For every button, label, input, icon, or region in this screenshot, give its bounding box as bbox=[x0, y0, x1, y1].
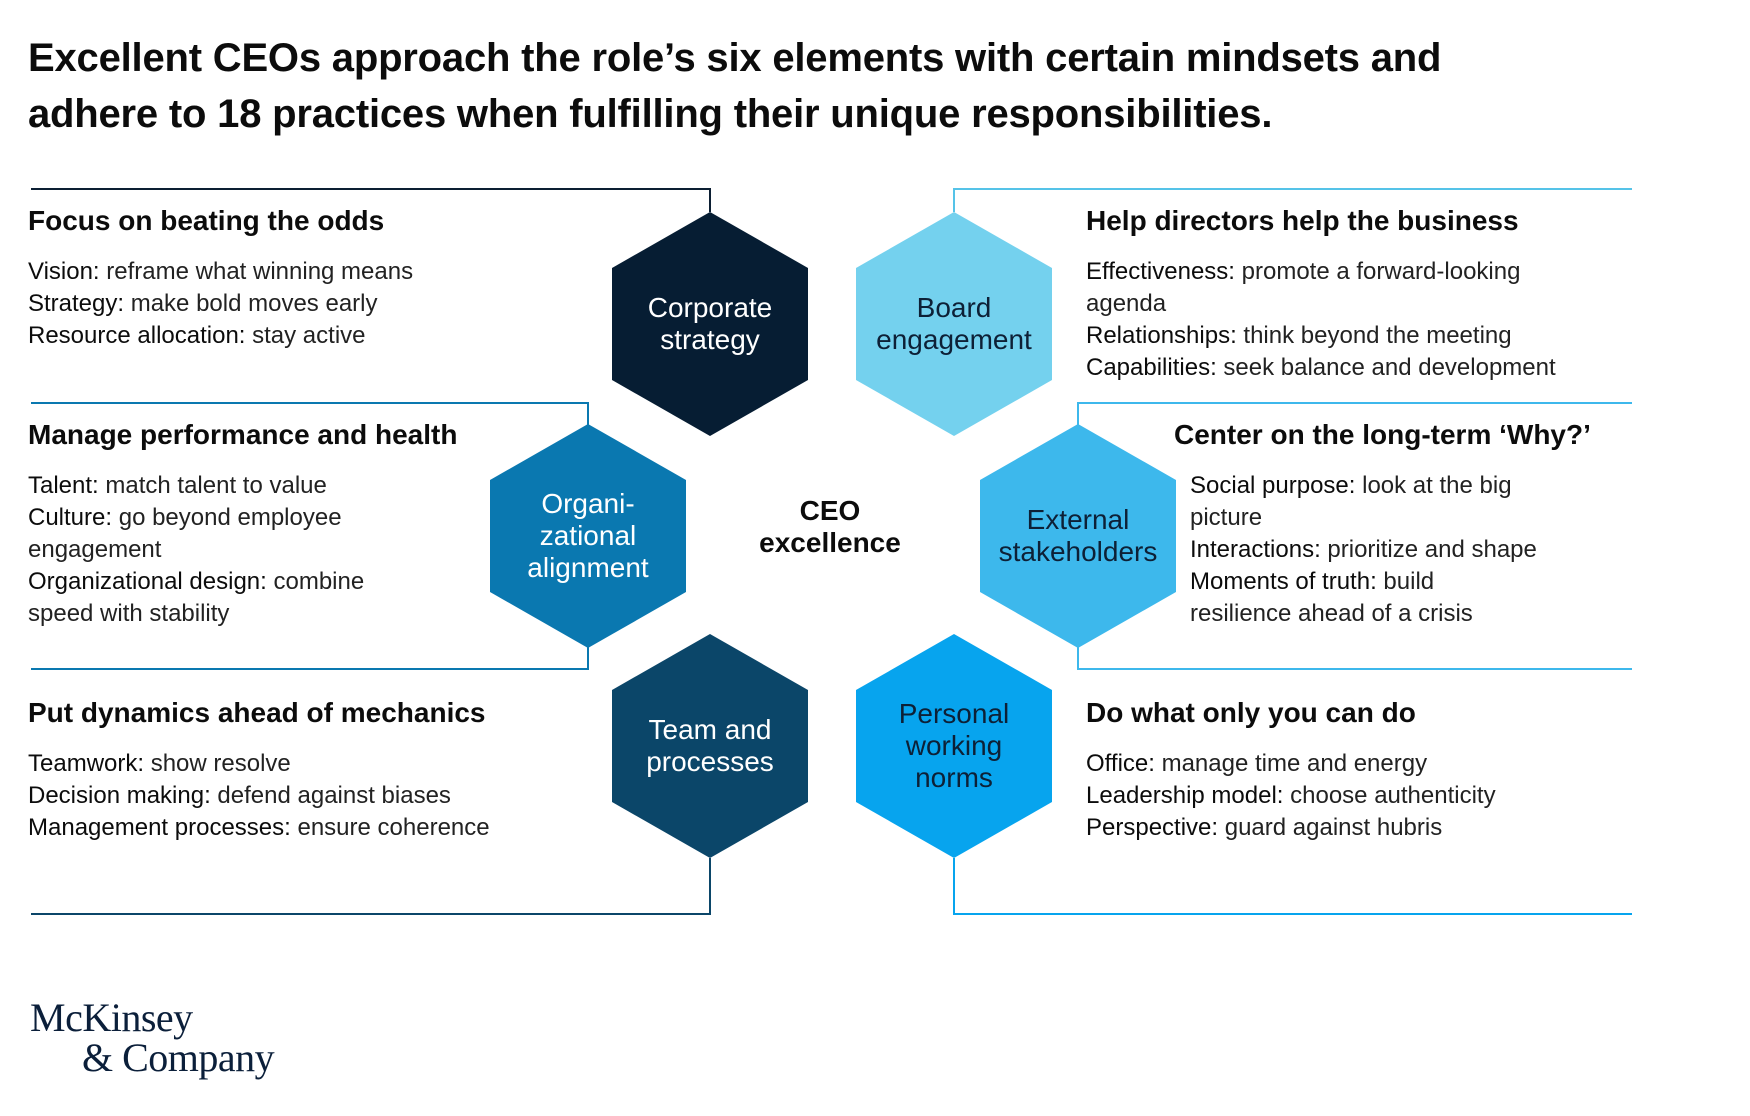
panel-corporate-strategy: Focus on beating the odds Vision: refram… bbox=[28, 204, 548, 352]
panel-personal-norms: Do what only you can do Office: manage t… bbox=[1086, 696, 1606, 844]
practice-text: match talent to value bbox=[98, 472, 327, 499]
team-bracket-line bbox=[31, 858, 711, 915]
practice-item: Culture: go beyond employee engagement bbox=[28, 502, 398, 566]
mckinsey-logo: McKinsey & Company bbox=[30, 995, 275, 1080]
title-line-2: adhere to 18 practices when fulfilling t… bbox=[28, 92, 1273, 136]
practice-text: go beyond employee engagement bbox=[28, 504, 342, 563]
practice-text: defend against biases bbox=[210, 782, 451, 809]
practice-item: Leadership model: choose authenticity bbox=[1086, 780, 1606, 812]
hexagon-team-processes bbox=[612, 634, 808, 858]
practice-item: Interactions: prioritize and shape bbox=[1190, 534, 1640, 566]
practice-item: Moments of truth: build resilience ahead… bbox=[1190, 566, 1520, 630]
practice-key: Capabilities: bbox=[1086, 354, 1217, 381]
practice-key: Relationships: bbox=[1086, 322, 1237, 349]
personal-bracket-line bbox=[953, 858, 1632, 915]
practice-item: Relationships: think beyond the meeting bbox=[1086, 320, 1606, 352]
practice-key: Vision: bbox=[28, 258, 100, 285]
practice-item: Effectiveness: promote a forward-looking… bbox=[1086, 256, 1586, 320]
practice-text: combine speed with stability bbox=[28, 568, 365, 627]
practice-text: guard against hubris bbox=[1218, 814, 1443, 841]
hexagon-label-team-processes: Team and processes bbox=[646, 714, 774, 777]
page-title: Excellent CEOs approach the role’s six e… bbox=[28, 30, 1688, 142]
practice-item: Decision making: defend against biases bbox=[28, 780, 568, 812]
panel-heading: Center on the long-term ‘Why?’ bbox=[1174, 419, 1591, 450]
hexagon-label-board-engagement: Board engagement bbox=[876, 292, 1032, 355]
practice-text: look at the big picture bbox=[1190, 472, 1512, 531]
practice-item: Resource allocation: stay active bbox=[28, 320, 548, 352]
hexagon-corporate-strategy bbox=[612, 212, 808, 436]
board-bracket-line bbox=[953, 188, 1632, 212]
alignment-bracket-top-line bbox=[31, 402, 589, 425]
practice-item: Management processes: ensure coherence bbox=[28, 812, 568, 844]
practice-item: Perspective: guard against hubris bbox=[1086, 812, 1606, 844]
stakeholders-bracket-bottom-line bbox=[1077, 647, 1632, 670]
hexagon-board-engagement bbox=[856, 212, 1052, 436]
practice-item: Vision: reframe what winning means bbox=[28, 256, 548, 288]
practice-item: Office: manage time and energy bbox=[1086, 748, 1606, 780]
practice-item: Teamwork: show resolve bbox=[28, 748, 568, 780]
practice-key: Organizational design: bbox=[28, 568, 267, 595]
practice-key: Office: bbox=[1086, 750, 1155, 777]
practice-key: Leadership model: bbox=[1086, 782, 1284, 809]
practice-text: stay active bbox=[245, 322, 366, 349]
practice-item: Capabilities: seek balance and developme… bbox=[1086, 352, 1606, 384]
panel-heading: Focus on beating the odds bbox=[28, 205, 385, 236]
practice-key: Management processes: bbox=[28, 814, 291, 841]
title-line-1: Excellent CEOs approach the role’s six e… bbox=[28, 36, 1442, 80]
strategy-bracket-line bbox=[31, 188, 711, 212]
practice-text: prioritize and shape bbox=[1320, 536, 1537, 563]
panel-heading: Do what only you can do bbox=[1086, 697, 1416, 728]
panel-heading: Help directors help the business bbox=[1086, 205, 1519, 236]
practice-key: Social purpose: bbox=[1190, 472, 1356, 499]
practice-key: Interactions: bbox=[1190, 536, 1321, 563]
practice-text: ensure coherence bbox=[290, 814, 490, 841]
practice-text: seek balance and development bbox=[1216, 354, 1556, 381]
hexagon-personal-norms bbox=[856, 634, 1052, 858]
hexagon-label-corporate-strategy: Corporate strategy bbox=[647, 292, 773, 355]
practice-text: make bold moves early bbox=[124, 290, 378, 317]
practice-key: Teamwork: bbox=[28, 750, 145, 777]
panel-heading: Put dynamics ahead of mechanics bbox=[28, 697, 486, 728]
hexagon-organizational-alignment bbox=[490, 424, 686, 648]
practice-key: Talent: bbox=[28, 472, 99, 499]
practice-item: Organizational design: combine speed wit… bbox=[28, 566, 428, 630]
practice-text: reframe what winning means bbox=[99, 258, 414, 285]
hexagon-external-stakeholders bbox=[980, 424, 1176, 648]
panel-heading: Manage performance and health bbox=[28, 419, 458, 450]
logo-line-2: & Company bbox=[82, 1035, 275, 1080]
panel-external-stakeholders: Center on the long-term ‘Why?’ Social pu… bbox=[1174, 418, 1628, 630]
practice-item: Talent: match talent to value bbox=[28, 470, 458, 502]
stakeholders-bracket-top-line bbox=[1077, 402, 1632, 425]
hexagon-label-personal-norms: Personal working norms bbox=[898, 698, 1010, 793]
alignment-bracket-bottom-line bbox=[31, 647, 589, 670]
practice-key: Effectiveness: bbox=[1086, 258, 1235, 285]
practice-text: show resolve bbox=[144, 750, 291, 777]
practice-text: build resilience ahead of a crisis bbox=[1190, 568, 1473, 627]
practice-text: manage time and energy bbox=[1154, 750, 1428, 777]
logo-line-1: McKinsey bbox=[30, 995, 193, 1040]
center-label: CEO excellence bbox=[759, 495, 901, 558]
practice-text: think beyond the meeting bbox=[1236, 322, 1512, 349]
panel-board-engagement: Help directors help the business Effecti… bbox=[1086, 204, 1606, 384]
panel-team-processes: Put dynamics ahead of mechanics Teamwork… bbox=[28, 696, 568, 844]
practice-item: Strategy: make bold moves early bbox=[28, 288, 548, 320]
panel-organizational-alignment: Manage performance and health Talent: ma… bbox=[28, 418, 458, 630]
practice-key: Perspective: bbox=[1086, 814, 1219, 841]
hexagon-label-organizational-alignment: Organi- zational alignment bbox=[527, 488, 649, 583]
practice-key: Decision making: bbox=[28, 782, 211, 809]
practice-key: Strategy: bbox=[28, 290, 125, 317]
practice-text: promote a forward-looking agenda bbox=[1086, 258, 1521, 317]
practice-key: Culture: bbox=[28, 504, 113, 531]
practice-key: Moments of truth: bbox=[1190, 568, 1377, 595]
hexagon-label-external-stakeholders: External stakeholders bbox=[998, 504, 1158, 567]
practice-key: Resource allocation: bbox=[28, 322, 246, 349]
practice-item: Social purpose: look at the big picture bbox=[1190, 470, 1580, 534]
practice-text: choose authenticity bbox=[1283, 782, 1496, 809]
